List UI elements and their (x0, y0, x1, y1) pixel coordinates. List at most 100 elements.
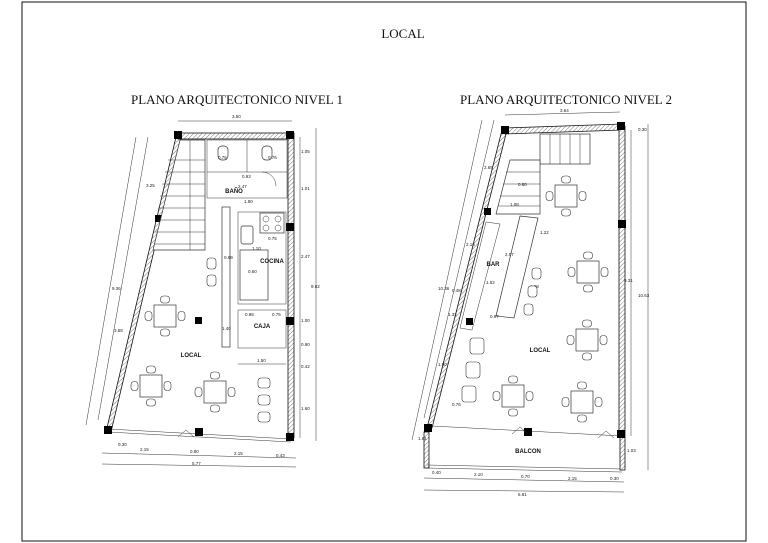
plan1-room-kitchen: COCINA (260, 259, 284, 265)
dim-label: 1.32 (448, 312, 457, 317)
dim-label: 1.52 (486, 280, 495, 285)
plan1-right-wall (287, 132, 295, 439)
dim-label: 2.15 (234, 451, 243, 456)
dim-label: 0.97 (490, 314, 499, 319)
dim-label: 0.30 (118, 442, 127, 447)
stool (523, 303, 534, 316)
plan-level-1: PLANO ARQUITECTONICO NIVEL 1 (85, 92, 343, 468)
plan2-column (484, 208, 491, 215)
stool (257, 411, 271, 423)
sheet-border (21, 1, 747, 542)
table-with-chairs (561, 381, 603, 423)
plan1-column (195, 428, 203, 436)
door-arrow (177, 429, 195, 438)
dim-label: 0.70 (521, 474, 530, 479)
dim-label: 2.10 (474, 472, 483, 477)
plan1-column (155, 215, 162, 222)
dim-label: 6.81 (518, 492, 527, 497)
plan1-room-local: LOCAL (181, 353, 202, 359)
dim-label: 3.58 (114, 328, 123, 333)
dim-label: 1.08 (510, 202, 519, 207)
plan1-column (195, 317, 202, 324)
dim-label: 0.76 (268, 155, 277, 160)
stool (206, 257, 217, 270)
plan2-room-balcony: BALCON (515, 449, 541, 455)
table-with-chairs (144, 295, 186, 337)
dim-label: 0.93 (242, 174, 251, 179)
table-with-chairs (545, 175, 587, 217)
plan1-stairs (152, 139, 206, 251)
dim-label: 0.75 (272, 312, 281, 317)
dim-label: 9.31 (624, 278, 633, 283)
dim-label: 0.42 (301, 364, 310, 369)
dim-label: 1.03 (627, 448, 636, 453)
plan2-bar: BAR 2.07 1.52 1.08 0.97 1.22 (459, 215, 549, 331)
plan2-column (617, 122, 625, 130)
plan2-room-bar: BAR (487, 262, 501, 268)
dim-label: 1.10 (252, 246, 261, 251)
table-with-chairs (567, 251, 609, 293)
dim-label: 2.47 (301, 254, 310, 259)
plan1-column (286, 223, 294, 231)
plan2-column (501, 126, 509, 134)
plan1-column (286, 433, 294, 441)
lounge-chair (469, 337, 485, 355)
plan2-room-local: LOCAL (530, 348, 551, 354)
plan1-column (104, 426, 112, 434)
dim-label: 2.15 (568, 476, 577, 481)
plan1-column (174, 131, 182, 139)
dim-label: 3.64 (560, 108, 569, 113)
dim-label: 0.60 (248, 269, 257, 274)
dim-label: 2.15 (140, 447, 149, 452)
plan-level-2: PLANO ARQUITECTONICO NIVEL 2 (411, 92, 672, 497)
table-with-chairs (492, 375, 534, 417)
plan1-column (286, 131, 294, 139)
dim-label: 0.30 (610, 476, 619, 481)
dim-label: 0.43 (276, 453, 285, 458)
dim-label: 1.01 (301, 186, 310, 191)
dim-label: 1.00 (301, 318, 310, 323)
dim-label: 10.36 (438, 286, 450, 291)
plan2-title: PLANO ARQUITECTONICO NIVEL 2 (460, 92, 672, 107)
dim-label: 0.30 (638, 127, 647, 132)
plan1-room-bath: BAÑO (225, 188, 243, 195)
dim-label: 0.48 (452, 288, 461, 293)
stool (527, 285, 538, 298)
door-arrow (511, 426, 529, 435)
table-with-chairs (130, 365, 172, 407)
dim-label: 0.80 (518, 182, 527, 187)
table-with-chairs (566, 319, 608, 361)
plan2-column (424, 424, 432, 432)
dim-label: 2.47 (238, 184, 247, 189)
plan2-column (524, 428, 532, 436)
plan1-room-cash: CAJA (254, 324, 271, 330)
dim-label: 1.90 (438, 362, 447, 367)
dim-label: 0.90 (301, 342, 310, 347)
plan2-column (466, 318, 473, 325)
door-arrow (597, 430, 615, 439)
dim-label: 1.40 (222, 326, 231, 331)
dim-label: 0.98 (245, 312, 254, 317)
sheet-title: LOCAL (381, 26, 424, 41)
plan2-top-wall (504, 123, 623, 135)
dim-label: 3.25 (146, 183, 155, 188)
plan1-bathroom: BAÑO 0.76 0.76 0.93 2.47 1.90 (206, 139, 288, 204)
plan2-dimensions: 3.64 0.30 2.65 0.80 1.08 2.16 10.36 0.48… (411, 108, 650, 497)
dim-label: 9.62 (311, 284, 320, 289)
dim-label: 2.16 (466, 242, 475, 247)
stool (531, 267, 542, 280)
dim-label: 5.77 (192, 461, 201, 466)
dim-label: 10.63 (638, 293, 650, 298)
dim-label: 0.76 (452, 402, 461, 407)
dim-label: 2.65 (484, 165, 493, 170)
dim-label: 0.75 (268, 236, 277, 241)
dim-label: 0.76 (218, 155, 227, 160)
plan1-cash: CAJA 1.40 1.50 (222, 309, 287, 365)
plan1-kitchen: COCINA 0.75 1.10 0.69 0.60 0.98 0.75 (221, 206, 287, 348)
dim-label: 1.05 (301, 149, 310, 154)
lounge-chair (461, 385, 477, 403)
plan1-title: PLANO ARQUITECTONICO NIVEL 1 (131, 92, 343, 107)
dim-label: 2.07 (505, 252, 514, 257)
stool (206, 274, 217, 287)
